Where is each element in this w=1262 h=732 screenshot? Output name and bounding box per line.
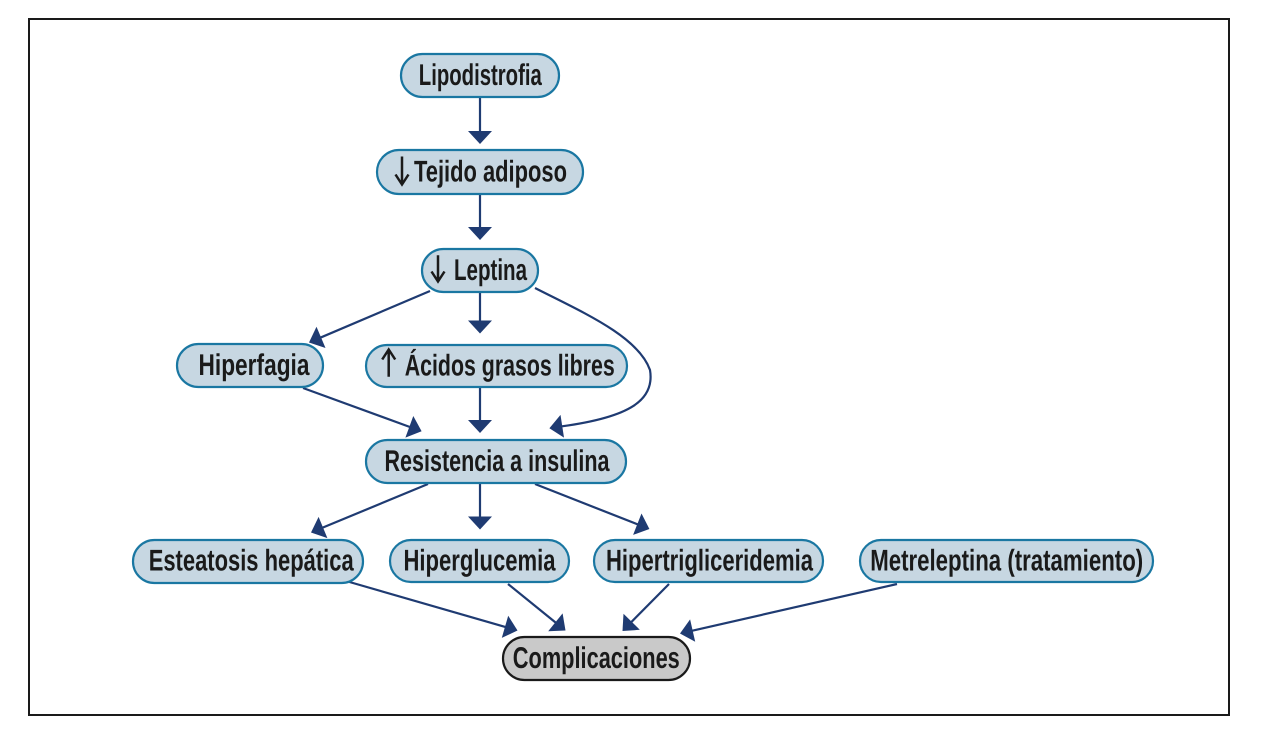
svg-text:Metreleptina (tratamiento): Metreleptina (tratamiento) [870,544,1143,577]
svg-text:Esteatosis hepática: Esteatosis hepática [149,544,354,577]
svg-text:Hiperfagia: Hiperfagia [199,349,310,382]
svg-text:Ácidos grasos libres: Ácidos grasos libres [405,348,615,382]
svg-text:Resistencia a insulina: Resistencia a insulina [385,445,610,478]
svg-text:Complicaciones: Complicaciones [513,642,680,675]
svg-text:Lipodistrofia: Lipodistrofia [419,59,542,92]
svg-text:Leptina: Leptina [454,254,527,287]
svg-text:Hiperglucemia: Hiperglucemia [404,544,556,577]
svg-text:Tejido adiposo: Tejido adiposo [414,155,567,188]
svg-text:Hipertrigliceridemia: Hipertrigliceridemia [606,544,813,577]
